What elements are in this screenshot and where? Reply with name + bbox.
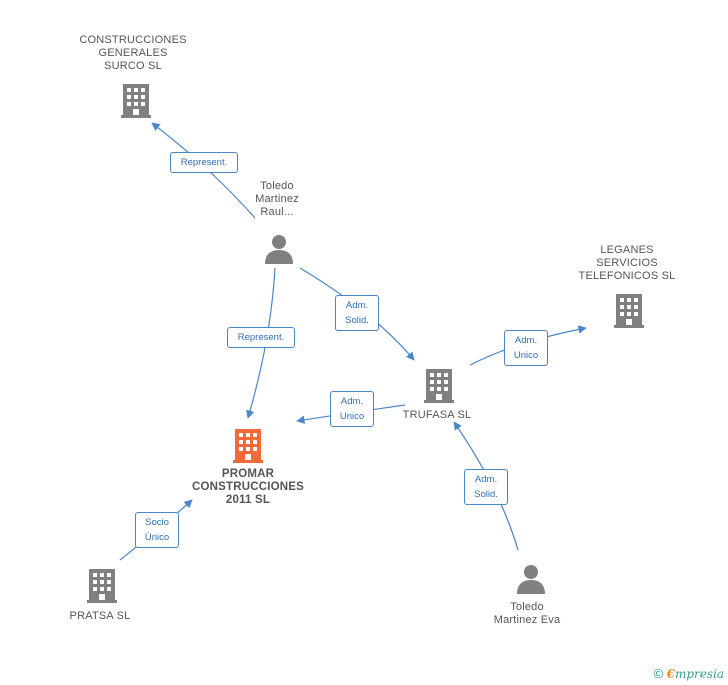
copyright-symbol: © [653, 666, 664, 681]
node-label-promar[interactable]: PROMAR CONSTRUCCIONES 2011 SL [191, 468, 305, 506]
person-icon[interactable] [516, 564, 546, 594]
node-label-leganes[interactable]: LEGANES SERVICIOS TELEFONICOS SL [578, 244, 676, 282]
node-label-pratsa[interactable]: PRATSA SL [69, 610, 131, 622]
edge-label-trufasa-promar[interactable]: Adm. Unico [330, 391, 374, 427]
building-icon[interactable] [87, 569, 117, 603]
edge-label-raul-promar[interactable]: Represent. [227, 327, 295, 348]
brand-name: €mpresia [666, 667, 724, 681]
edge-label-pratsa-promar[interactable]: Socio Único [135, 512, 179, 548]
empresia-logo: © €mpresia [654, 666, 724, 681]
node-label-toledo-eva[interactable]: Toledo Martinez Eva [493, 601, 561, 626]
node-label-construcciones-surco[interactable]: CONSTRUCCIONES GENERALES SURCO SL [79, 34, 187, 72]
building-icon[interactable] [614, 294, 644, 328]
edge-label-trufasa-leganes[interactable]: Adm. Unico [504, 330, 548, 366]
edge-raul-surco [151, 122, 256, 219]
building-icon-main[interactable] [233, 429, 263, 463]
edge-label-raul-trufasa[interactable]: Adm. Solid. [335, 295, 379, 331]
edge-label-eva-trufasa[interactable]: Adm. Solid. [464, 469, 508, 505]
building-icon[interactable] [424, 369, 454, 403]
node-label-trufasa[interactable]: TRUFASA SL [402, 409, 472, 421]
edge-label-raul-surco[interactable]: Represent. [170, 152, 238, 173]
person-icon[interactable] [264, 234, 294, 264]
node-label-toledo-raul[interactable]: Toledo Martinez Raul... [255, 180, 299, 218]
building-icon[interactable] [121, 84, 151, 118]
